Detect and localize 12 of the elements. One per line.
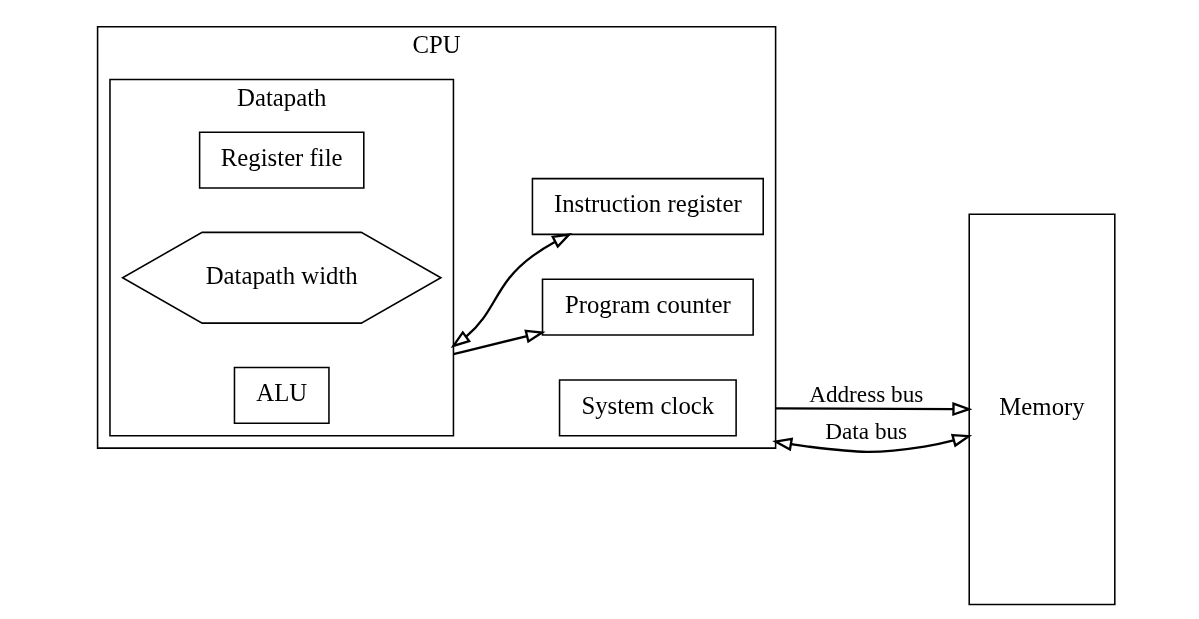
node-box: System clock (558, 379, 737, 437)
arrow (771, 433, 972, 453)
node-box: Program counter (541, 278, 754, 336)
edge-label: Data bus (824, 417, 907, 444)
edge-label: Address bus (808, 380, 923, 407)
node-box: Memory (967, 213, 1116, 606)
node-box: Instruction register (531, 177, 764, 236)
node-box: ALU (233, 366, 330, 425)
arrow (450, 233, 572, 348)
arrow (452, 329, 546, 356)
arrow (775, 402, 972, 417)
node-box: Register file (198, 131, 365, 189)
